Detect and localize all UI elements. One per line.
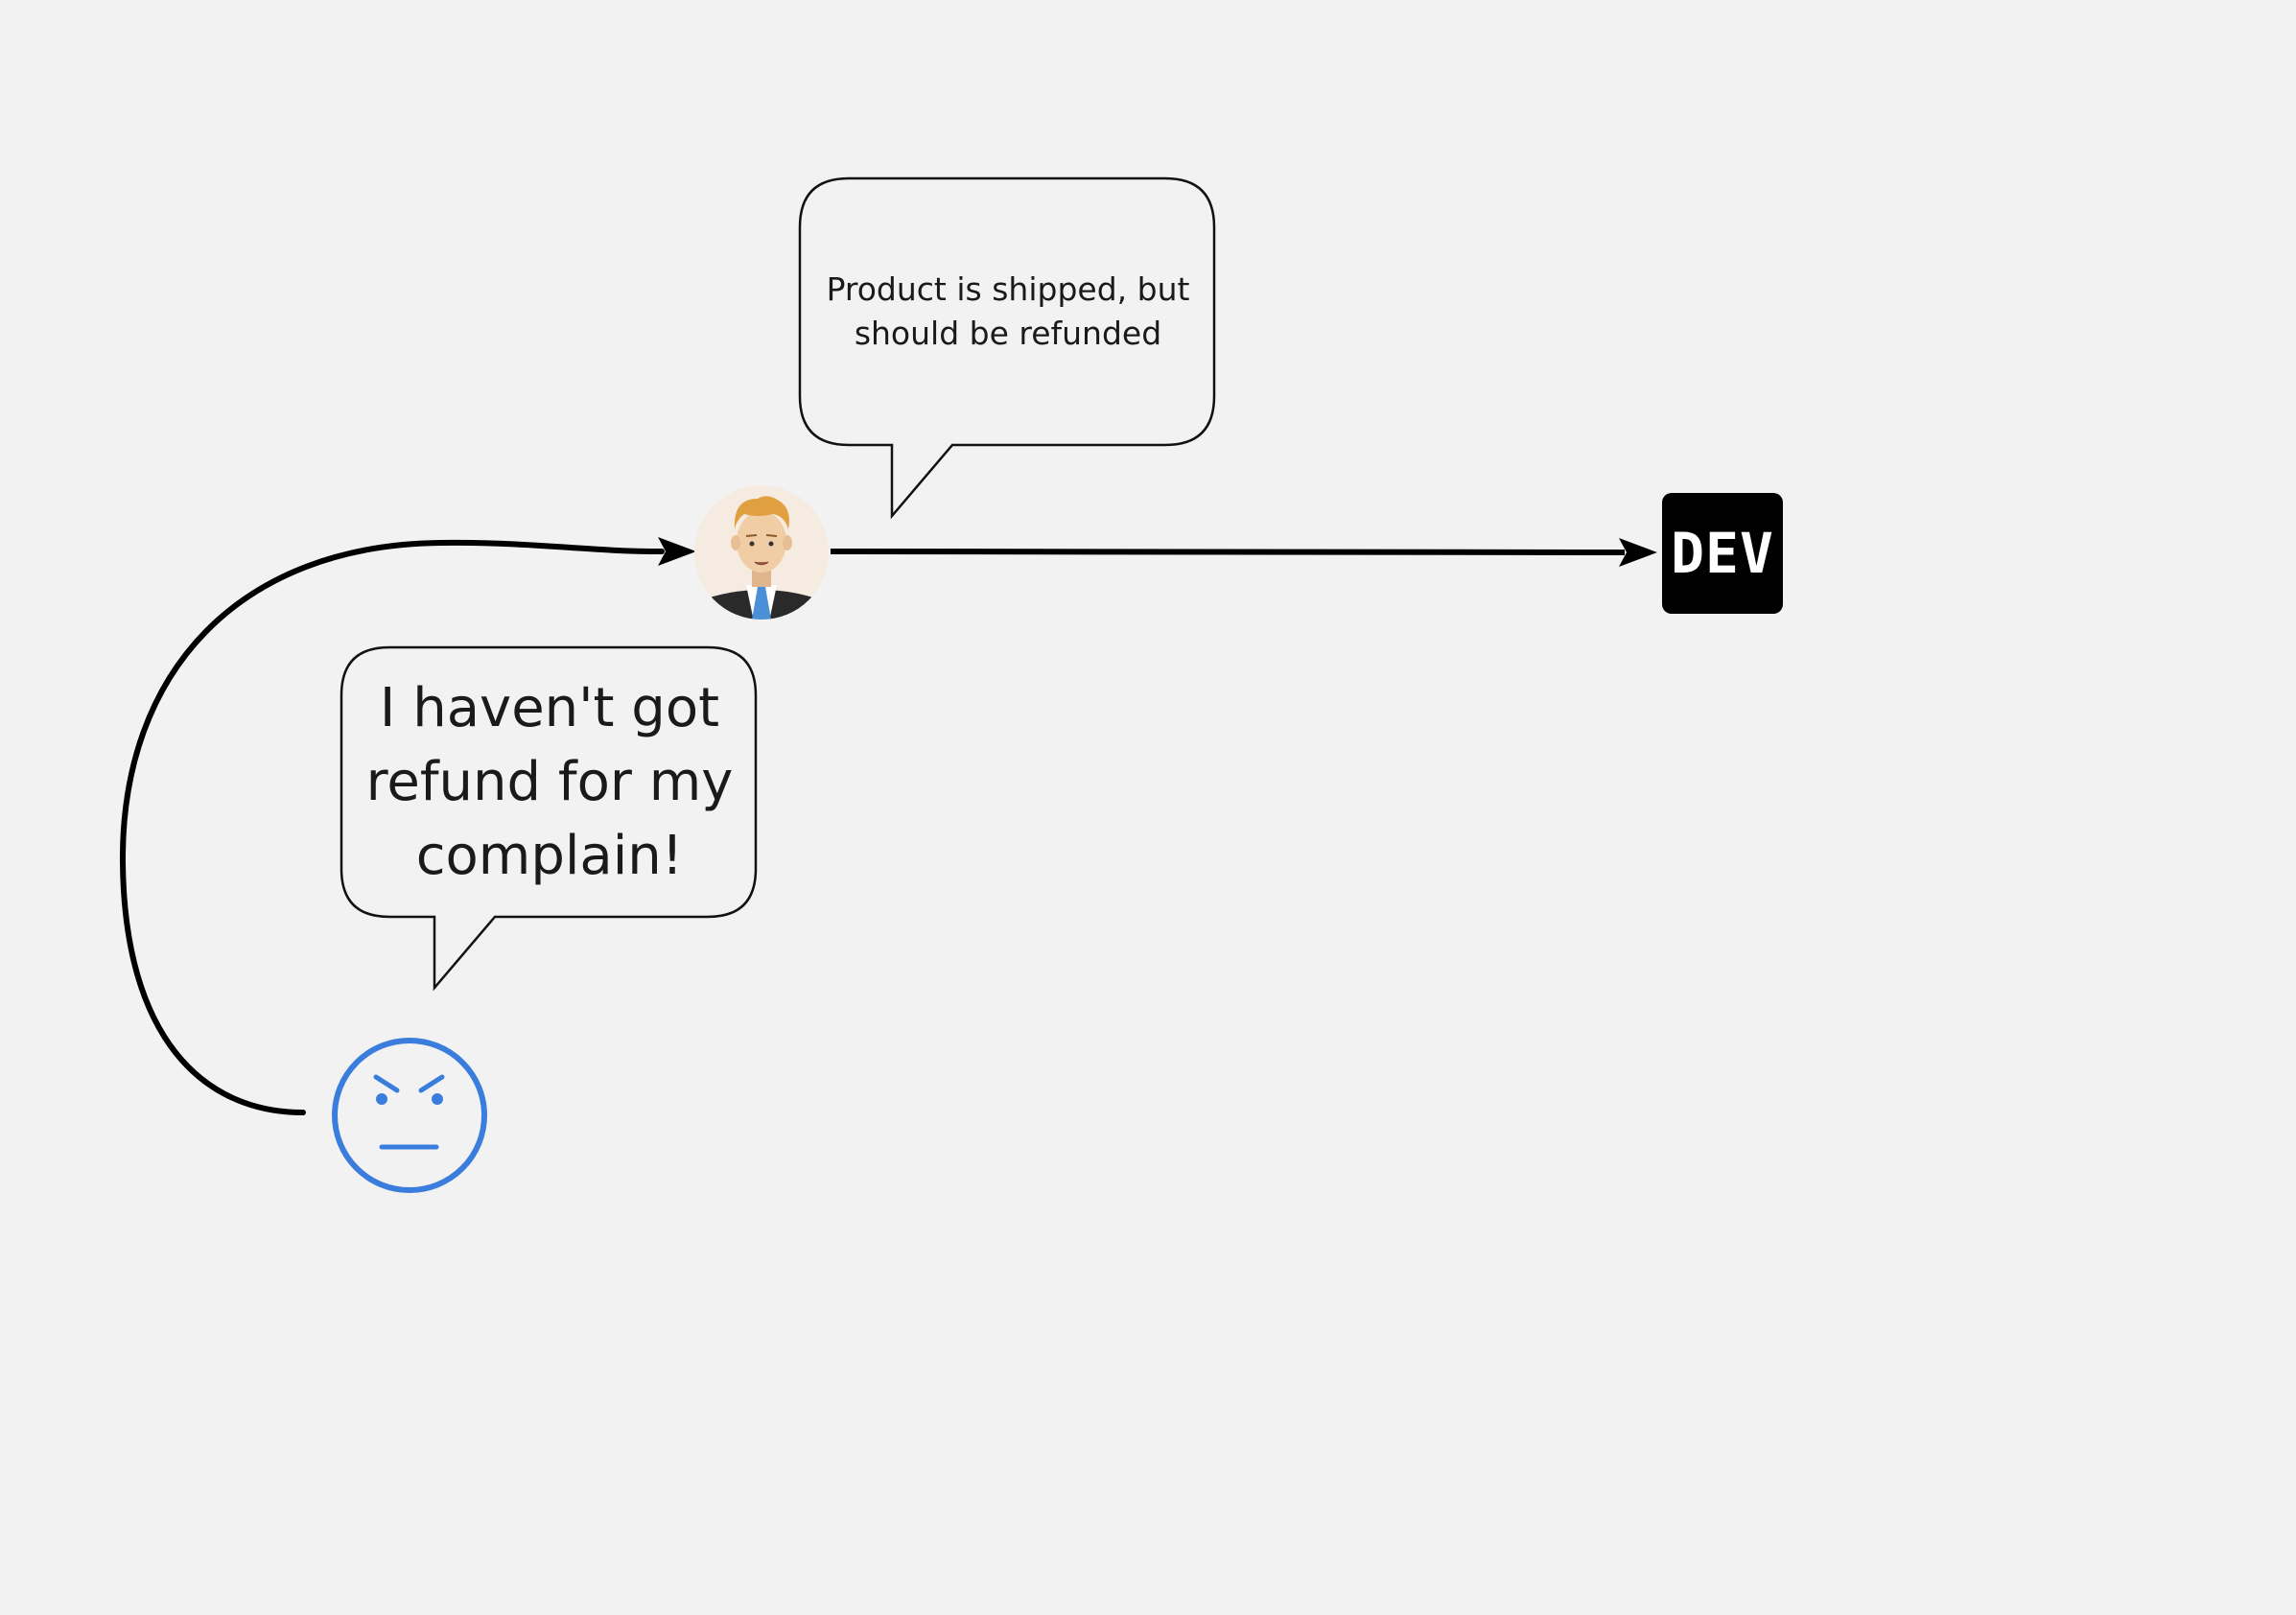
complaint-arrow (119, 539, 665, 1115)
businessman-avatar-icon (694, 485, 829, 620)
customer-speech-bubble (340, 645, 758, 992)
dev-logo-text: DEV (1671, 521, 1774, 586)
escalation-arrowhead (1619, 538, 1657, 567)
dev-logo-icon: DEV (1662, 493, 1783, 614)
escalation-arrow (830, 549, 1626, 555)
support-speech-bubble (798, 176, 1216, 520)
support-bubble-text: Product is shipped, but should be refund… (826, 270, 1190, 352)
complaint-arrowhead (658, 537, 696, 566)
angry-face-icon (332, 1038, 487, 1193)
customer-bubble-text: I haven't got refund for my complain! (365, 676, 734, 887)
